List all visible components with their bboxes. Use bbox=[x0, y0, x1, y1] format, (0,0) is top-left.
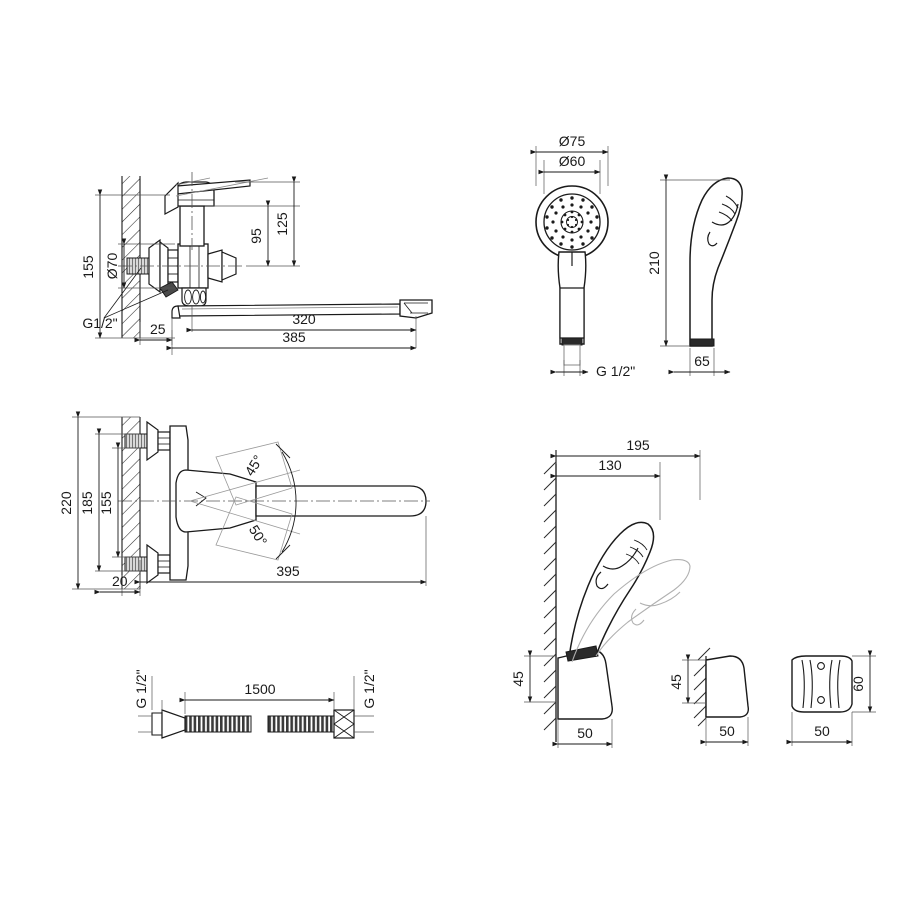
dim-label-d70-front: Ø70 bbox=[104, 253, 120, 280]
view-front-elevation: 155 Ø70 95 125 25 320 385 bbox=[80, 172, 433, 355]
hose-nut-right bbox=[333, 709, 355, 739]
dim-label-95-front: 95 bbox=[248, 228, 264, 244]
dim-195: 195 bbox=[550, 437, 701, 459]
dimension-lines-hose bbox=[138, 676, 374, 733]
view-shower-hose: 1500 G 1/2" G 1/2" bbox=[133, 669, 377, 739]
dim-label-g12-hose-left: G 1/2" bbox=[133, 669, 149, 708]
dim-label-220-plan: 220 bbox=[58, 491, 74, 515]
dim-label-65: 65 bbox=[694, 353, 710, 369]
hose-coil-right bbox=[267, 715, 335, 733]
dim-155-front: 155 bbox=[80, 189, 103, 339]
dim-label-g12-shower: G 1/2" bbox=[596, 363, 635, 379]
dim-label-1500: 1500 bbox=[244, 681, 275, 697]
dim-label-d75: Ø75 bbox=[559, 133, 586, 149]
dim-label-130: 130 bbox=[598, 457, 622, 473]
dim-label-125-front: 125 bbox=[274, 212, 290, 236]
view-top-plan: 45° 50° 220 185 155 bbox=[58, 411, 430, 596]
dim-185-plan: 185 bbox=[79, 428, 102, 572]
dim-label-385-front: 385 bbox=[282, 329, 306, 345]
dim-220-plan: 220 bbox=[58, 411, 81, 590]
shower-nozzle-dots bbox=[545, 196, 599, 249]
swivel-range-plan bbox=[189, 441, 301, 561]
dim-label-395-plan: 395 bbox=[276, 563, 300, 579]
dim-50-assy: 50 bbox=[552, 725, 613, 747]
dim-label-45-side: 45 bbox=[668, 674, 684, 690]
inlet-connector-plan-top bbox=[124, 420, 171, 462]
spout-front bbox=[171, 299, 433, 319]
dim-g12-shower: G 1/2" bbox=[550, 363, 635, 379]
bracket-screw-hole-bottom bbox=[817, 696, 825, 704]
dim-20-plan: 20 bbox=[94, 573, 141, 595]
dim-155-plan: 155 bbox=[98, 442, 121, 558]
view-wall-bracket-side: 45 50 bbox=[668, 647, 750, 746]
dim-1500: 1500 bbox=[179, 681, 335, 703]
wall-bracket-side-body bbox=[705, 655, 750, 718]
dim-label-50-assy: 50 bbox=[577, 725, 593, 741]
shower-handle-side-outline bbox=[689, 177, 743, 347]
dim-label-195: 195 bbox=[626, 437, 650, 453]
dim-130: 130 bbox=[550, 457, 661, 479]
dim-210: 210 bbox=[646, 174, 669, 347]
dim-label-50-front: 50 bbox=[814, 723, 830, 739]
dim-label-g12-front: G1/2" bbox=[82, 315, 117, 331]
dim-125-front: 125 bbox=[274, 176, 297, 267]
shower-side-thread-collar bbox=[689, 338, 715, 347]
dim-385-front: 385 bbox=[166, 329, 417, 351]
dim-45-assy: 45 bbox=[510, 650, 533, 703]
dim-label-g12-hose-right: G 1/2" bbox=[361, 669, 377, 708]
view-wall-bracket-assembly: 195 130 45 50 bbox=[510, 437, 701, 748]
view-wall-bracket-front: 60 50 bbox=[786, 650, 876, 746]
leader-g12-front: G1/2" bbox=[82, 267, 169, 331]
dim-label-50-side: 50 bbox=[719, 723, 735, 739]
wall-section-plan bbox=[121, 417, 141, 589]
dimension-lines-plan bbox=[72, 416, 427, 596]
mixer-body-plan bbox=[118, 425, 430, 581]
dim-label-d60: Ø60 bbox=[559, 153, 586, 169]
dim-label-25-front: 25 bbox=[150, 321, 166, 337]
dim-25-front: 25 bbox=[134, 321, 173, 343]
view-hand-shower-side: 210 65 bbox=[646, 174, 743, 376]
hand-shower-phantom bbox=[571, 559, 691, 663]
dim-d70-front: Ø70 bbox=[104, 238, 127, 289]
dim-50-side: 50 bbox=[700, 723, 749, 745]
dim-45-side: 45 bbox=[668, 654, 691, 704]
hose-coil-left bbox=[184, 715, 252, 733]
mixer-body-front bbox=[118, 172, 269, 307]
view-hand-shower-front: Ø75 Ø60 G 1/2" bbox=[530, 133, 635, 379]
wall-section-front bbox=[121, 176, 141, 338]
dim-d75: Ø75 bbox=[530, 133, 609, 155]
dim-label-185-plan: 185 bbox=[79, 491, 95, 515]
dim-label-155-plan: 155 bbox=[98, 491, 114, 515]
shower-thread-collar bbox=[561, 337, 583, 346]
dim-50-front: 50 bbox=[786, 723, 853, 745]
dim-320-front: 320 bbox=[186, 311, 417, 333]
dim-label-210: 210 bbox=[646, 251, 662, 275]
wall-bracket-body bbox=[557, 649, 613, 720]
dim-label-320-front: 320 bbox=[292, 311, 316, 327]
dim-label-155-front: 155 bbox=[80, 255, 96, 279]
dim-65: 65 bbox=[668, 353, 731, 375]
dim-d60: Ø60 bbox=[538, 153, 601, 175]
dim-label-45-assy: 45 bbox=[510, 671, 526, 687]
dim-395-plan: 395 bbox=[134, 563, 427, 585]
dim-label-60-front: 60 bbox=[850, 676, 866, 692]
dim-60-front: 60 bbox=[850, 650, 873, 713]
bracket-screw-hole-top bbox=[817, 662, 825, 670]
dim-label-20-plan: 20 bbox=[112, 573, 128, 589]
wall-line-bracket bbox=[543, 450, 557, 742]
dim-95-front: 95 bbox=[248, 200, 271, 267]
wall-bracket-front-body bbox=[791, 655, 853, 713]
